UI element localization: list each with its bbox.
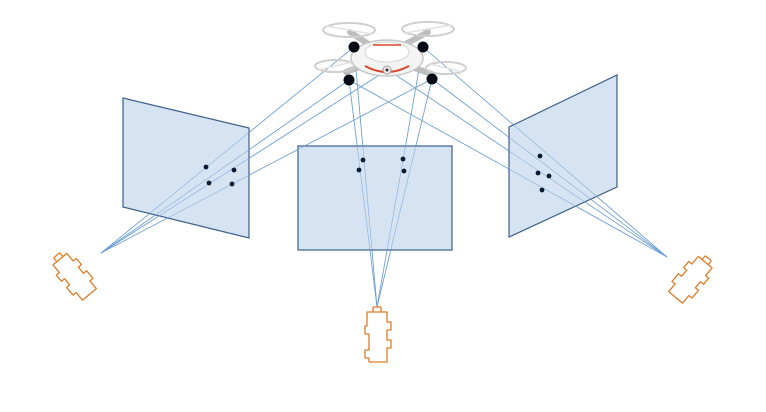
image-plane-left <box>122 97 250 239</box>
marker-dot <box>401 168 407 174</box>
marker-dot <box>229 181 235 187</box>
image-planes <box>122 74 618 251</box>
projection-ray <box>348 79 668 258</box>
marker-dot <box>546 173 552 179</box>
drone-marker-front-right <box>417 41 429 53</box>
drone-icon <box>314 21 467 77</box>
projection-ray <box>353 46 378 308</box>
camera-center-icon <box>364 306 392 363</box>
projection-rays-front <box>100 46 668 308</box>
projection-ray <box>348 79 378 308</box>
marker-dot <box>231 167 237 173</box>
projection-ray <box>100 78 433 254</box>
image-plane-right <box>508 74 618 238</box>
projection-ray <box>376 78 433 308</box>
marker-dot <box>356 167 362 173</box>
drone-markers <box>343 41 438 86</box>
projection-ray <box>100 46 424 254</box>
camera-left-icon <box>52 252 97 301</box>
projection-ray <box>422 46 668 258</box>
drone-marker-rear-left <box>343 74 355 86</box>
image-plane-center <box>297 145 453 251</box>
projection-ray <box>100 46 355 254</box>
projection-ray <box>353 46 668 258</box>
marker-dot <box>535 170 541 176</box>
marker-dot <box>360 157 366 163</box>
camera-right-icon <box>668 255 713 304</box>
projection-ray <box>431 78 668 258</box>
projection-ray <box>100 79 350 254</box>
marker-dot <box>539 187 545 193</box>
marker-dot <box>537 153 543 159</box>
projected-markers <box>203 153 552 193</box>
drone-marker-rear-right <box>426 73 438 85</box>
marker-dot <box>203 164 209 170</box>
cameras <box>52 252 713 363</box>
marker-dot <box>400 156 406 162</box>
drone-marker-front-left <box>348 41 360 53</box>
marker-dot <box>206 180 212 186</box>
projection-ray <box>376 46 424 308</box>
